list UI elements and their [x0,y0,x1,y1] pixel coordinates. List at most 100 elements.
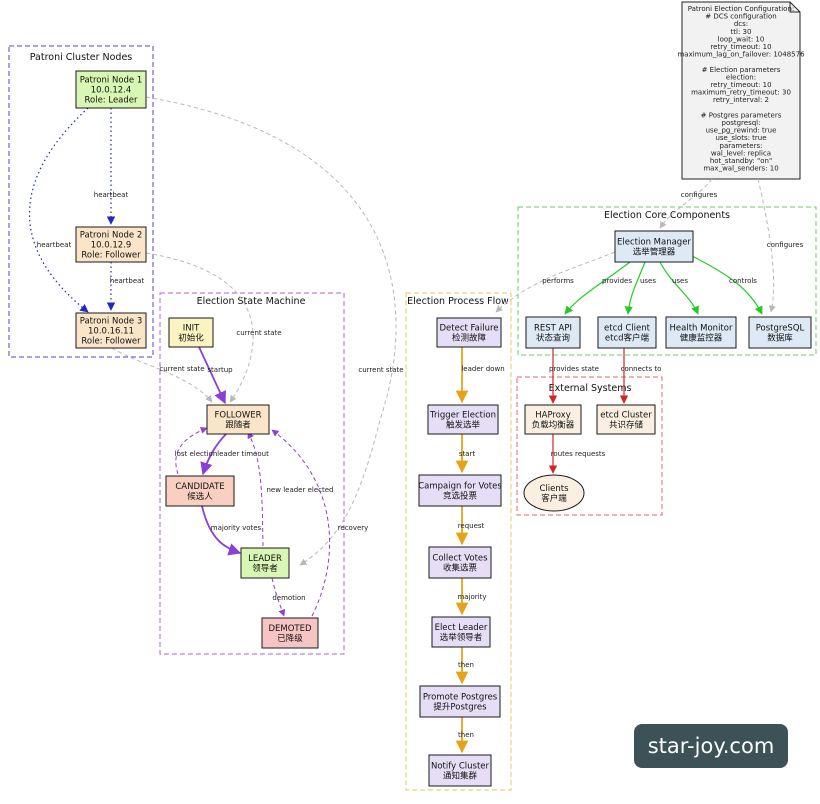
edge-manager-etcdc [624,261,646,315]
node-label-collect-0: Collect Votes [432,554,488,564]
config-note-line: retry_timeout: 10 [710,43,771,51]
edge-label-recovery: recovery [338,524,369,532]
edge-label-leader-down: leader down [461,365,504,373]
node-box-haproxy [524,404,582,435]
config-note-fold [789,2,800,13]
node-box-node3 [75,312,147,349]
node-label-pg-0: PostgreSQL [756,324,805,334]
edge-label-configures-1: configures [681,191,718,199]
node-label-health-1: 健康监控器 [680,333,723,344]
node-label-haproxy-1: 负载均衡器 [532,420,575,431]
config-note-text: Patroni Election Configuration:# DCS con… [677,5,805,173]
cluster-state-machine [159,292,345,655]
edge-label-then-2: then [458,731,474,739]
config-note-line: max_wal_senders: 10 [703,165,778,173]
node-box-collect [428,546,492,579]
node-label-leader-1: 领导者 [252,563,278,574]
node-label-trigger-0: Trigger Election [429,411,496,421]
node-label-manager-0: Election Manager [617,238,691,248]
config-note-line: retry_timeout: 10 [710,81,771,89]
node-box-campaign [418,474,502,507]
node-label-node3-2: Role: Follower [81,337,141,347]
edge-label-current-state-2: current state [236,329,281,337]
node-label-clients-0: Clients [539,484,569,494]
edge-label-configures-2: configures [767,241,804,249]
edge-config-pg [757,178,776,313]
node-label-node1-0: Patroni Node 1 [80,76,143,86]
config-note-line: election: [726,73,756,81]
cluster-core-components [517,206,817,356]
edge-candidate-follower [175,427,208,475]
edge-label-uses-2: uses [672,277,688,285]
cluster-title-patroni-nodes: Patroni Cluster Nodes [30,52,133,63]
node-label-elect-1: 选举领导者 [440,632,483,643]
node-label-promote-1: 提升Postgres [433,702,487,713]
cluster-title-process-flow: Election Process Flow [407,296,509,307]
edge-label-heartbeat-3: heartbeat [37,241,72,249]
edge-label-current-state-3: current state [159,365,204,373]
node-label-promote-0: Promote Postgres [423,693,498,703]
node-label-node2-2: Role: Follower [81,251,141,261]
node-label-notify-0: Notify Cluster [431,762,490,772]
cluster-title-core-components: Election Core Components [604,210,730,221]
cluster-process-flow [405,292,512,791]
cluster-patroni-nodes [8,45,154,358]
edge-label-startup: startup [207,366,233,374]
config-note-line: retry_interval: 2 [713,96,769,104]
node-box-rest [525,316,581,349]
node-label-candidate-1: 候选人 [187,491,213,502]
config-note-line: # Election parameters [702,66,781,74]
node-label-etcdcl-1: 共识存储 [609,420,644,431]
node-box-health [665,316,737,349]
node-box-promote [419,685,501,718]
edge-leader-follower [247,431,264,547]
node-label-node1-2: Role: Leader [84,96,138,106]
node-box-init [168,317,214,348]
node-label-notify-1: 通知集群 [443,771,478,782]
cluster-title-state-machine: Election State Machine [197,296,306,307]
edge-label-heartbeat-2: heartbeat [110,277,145,285]
node-label-node3-1: 10.0.16.11 [88,327,134,337]
node-label-detect-0: Detect Failure [439,324,498,334]
node-label-haproxy-0: HAProxy [535,411,571,421]
node-box-node1 [75,70,147,109]
node-label-leader-0: LEADER [248,554,282,564]
edge-init-follower [198,346,226,405]
node-label-manager-1: 选举管理器 [633,247,676,258]
edge-label-then-1: then [458,661,474,669]
config-note-line: ttl: 30 [731,28,752,36]
node-label-campaign-1: 竞选投票 [443,491,478,502]
edge-manager-detect [495,251,616,313]
node-label-init-1: 初始化 [178,333,204,344]
cluster-title-external-systems: External Systems [549,383,632,394]
node-label-follower-0: FOLLOWER [214,411,261,421]
node-label-node1-1: 10.0.12.4 [91,86,132,96]
node-label-trigger-1: 触发选举 [446,420,481,431]
edge-label-demotion: demotion [272,594,305,602]
config-note-line: Patroni Election Configuration: [688,5,795,13]
edge-label-leader-timeout: leader timeout [217,450,269,458]
node-box-leader [240,547,290,579]
edge-label-provides-state: provides state [549,365,599,373]
config-note-line: maximum_retry_timeout: 30 [691,89,791,97]
node-box-clients [523,474,585,512]
watermark-badge: star-joy.com [634,724,788,768]
edge-candidate-leader [201,505,242,556]
config-note [681,1,801,180]
node-label-rest-0: REST API [534,324,572,334]
edge-label-majority-votes: majority votes [211,524,262,532]
node-label-follower-1: 跟随者 [225,420,251,431]
cluster-external-systems [516,376,663,516]
